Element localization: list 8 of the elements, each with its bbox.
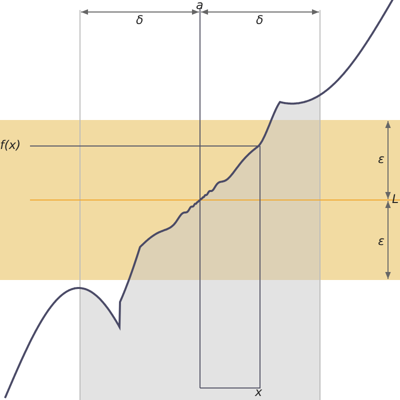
math-label: L (392, 193, 399, 205)
math-label: x (255, 386, 262, 398)
math-label: δ (136, 14, 144, 26)
math-label: a (196, 0, 204, 11)
math-label: f(x) (0, 139, 21, 151)
math-label: ε (378, 235, 384, 247)
math-label: ε (378, 153, 384, 165)
math-label: δ (256, 14, 264, 26)
